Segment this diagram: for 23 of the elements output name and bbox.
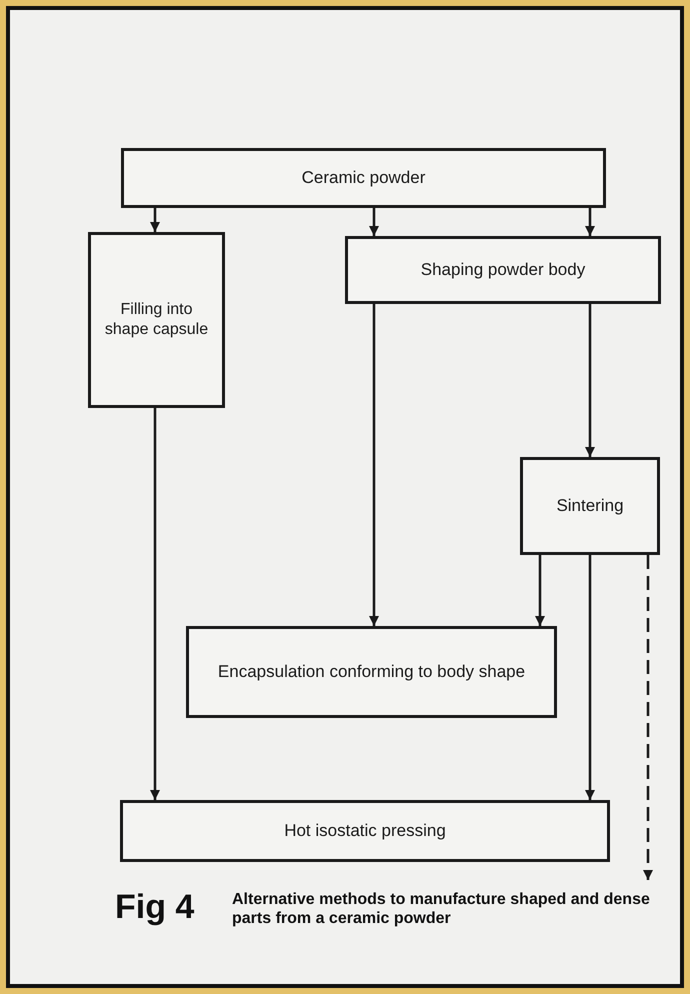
process-box — [520, 457, 660, 555]
arrow — [585, 208, 595, 236]
process-box — [345, 236, 661, 304]
box-text: Encapsulation conforming to body shape — [218, 661, 526, 683]
process-box — [186, 626, 557, 718]
arrow — [150, 208, 160, 232]
arrow — [585, 555, 595, 800]
arrow — [585, 304, 595, 457]
dashed-arrow — [643, 555, 653, 880]
process-box — [120, 800, 610, 862]
figure-caption: Alternative methods to manufacture shaped and dense parts from a ceramic powder — [232, 890, 651, 928]
arrow — [535, 555, 545, 626]
figure-number: Fig 4 — [115, 888, 194, 927]
box-text: Ceramic powder — [302, 167, 426, 189]
arrow — [369, 304, 379, 626]
box-text: Shaping powder body — [420, 259, 586, 281]
process-box — [88, 232, 225, 408]
arrow — [150, 408, 160, 800]
process-box — [121, 148, 606, 208]
box-text: Sintering — [556, 495, 624, 517]
arrow — [369, 208, 379, 236]
box-text: Filling into shape capsule — [104, 300, 210, 340]
box-text: Hot isostatic pressing — [284, 820, 446, 842]
